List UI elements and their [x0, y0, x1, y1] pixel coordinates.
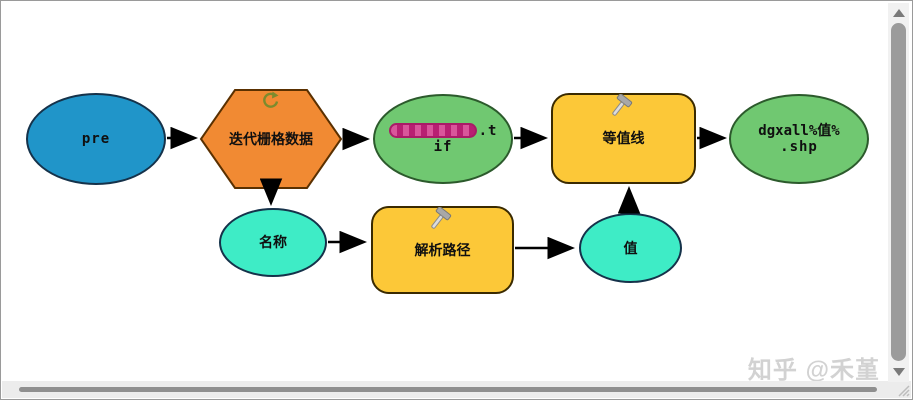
node-parse-path-tool[interactable]: 解析路径 — [371, 206, 514, 294]
resize-grip-icon[interactable] — [896, 383, 910, 397]
node-name-label: 名称 — [259, 234, 287, 251]
vertical-scrollbar-thumb[interactable] — [891, 23, 906, 361]
loop-arrow-icon — [263, 91, 279, 108]
node-name-variable[interactable]: 名称 — [219, 208, 327, 277]
node-parse-label: 解析路径 — [414, 241, 471, 258]
shp-line2: .shp — [780, 139, 818, 155]
tif-line1: .t — [388, 122, 498, 139]
node-pre-label: pre — [81, 130, 111, 147]
node-contour-tool[interactable]: 等值线 — [551, 93, 696, 184]
hammer-icon — [612, 94, 633, 116]
node-pre-input-variable[interactable]: pre — [26, 93, 166, 185]
chevron-down-icon — [892, 368, 905, 376]
node-iterate-raster-hexagon[interactable]: 迭代栅格数据 — [199, 88, 343, 190]
tif-suffix: .t — [478, 122, 498, 139]
redaction-scribble — [388, 123, 477, 139]
node-contour-label: 等值线 — [602, 130, 645, 147]
node-value-label: 值 — [623, 239, 638, 256]
hammer-icon — [431, 207, 452, 229]
zhihu-watermark: 知乎 @禾堇 — [747, 357, 880, 384]
hexagon-shape — [199, 89, 343, 189]
horizontal-scrollbar-thumb[interactable] — [19, 387, 877, 392]
node-shp-output-data[interactable]: dgxall%值% .shp — [729, 94, 869, 184]
scroll-down-button[interactable] — [888, 364, 909, 380]
horizontal-scrollbar[interactable] — [2, 381, 911, 398]
node-value-variable[interactable]: 值 — [579, 213, 682, 283]
scroll-up-button[interactable] — [888, 5, 909, 21]
tif-line2: if — [433, 139, 453, 155]
chevron-up-icon — [892, 9, 905, 17]
node-tif-derived-data[interactable]: .t if — [373, 94, 513, 184]
node-iterate-label: 迭代栅格数据 — [229, 130, 313, 147]
shp-line1: dgxall%值% — [758, 122, 840, 139]
vertical-scrollbar[interactable] — [888, 3, 909, 382]
